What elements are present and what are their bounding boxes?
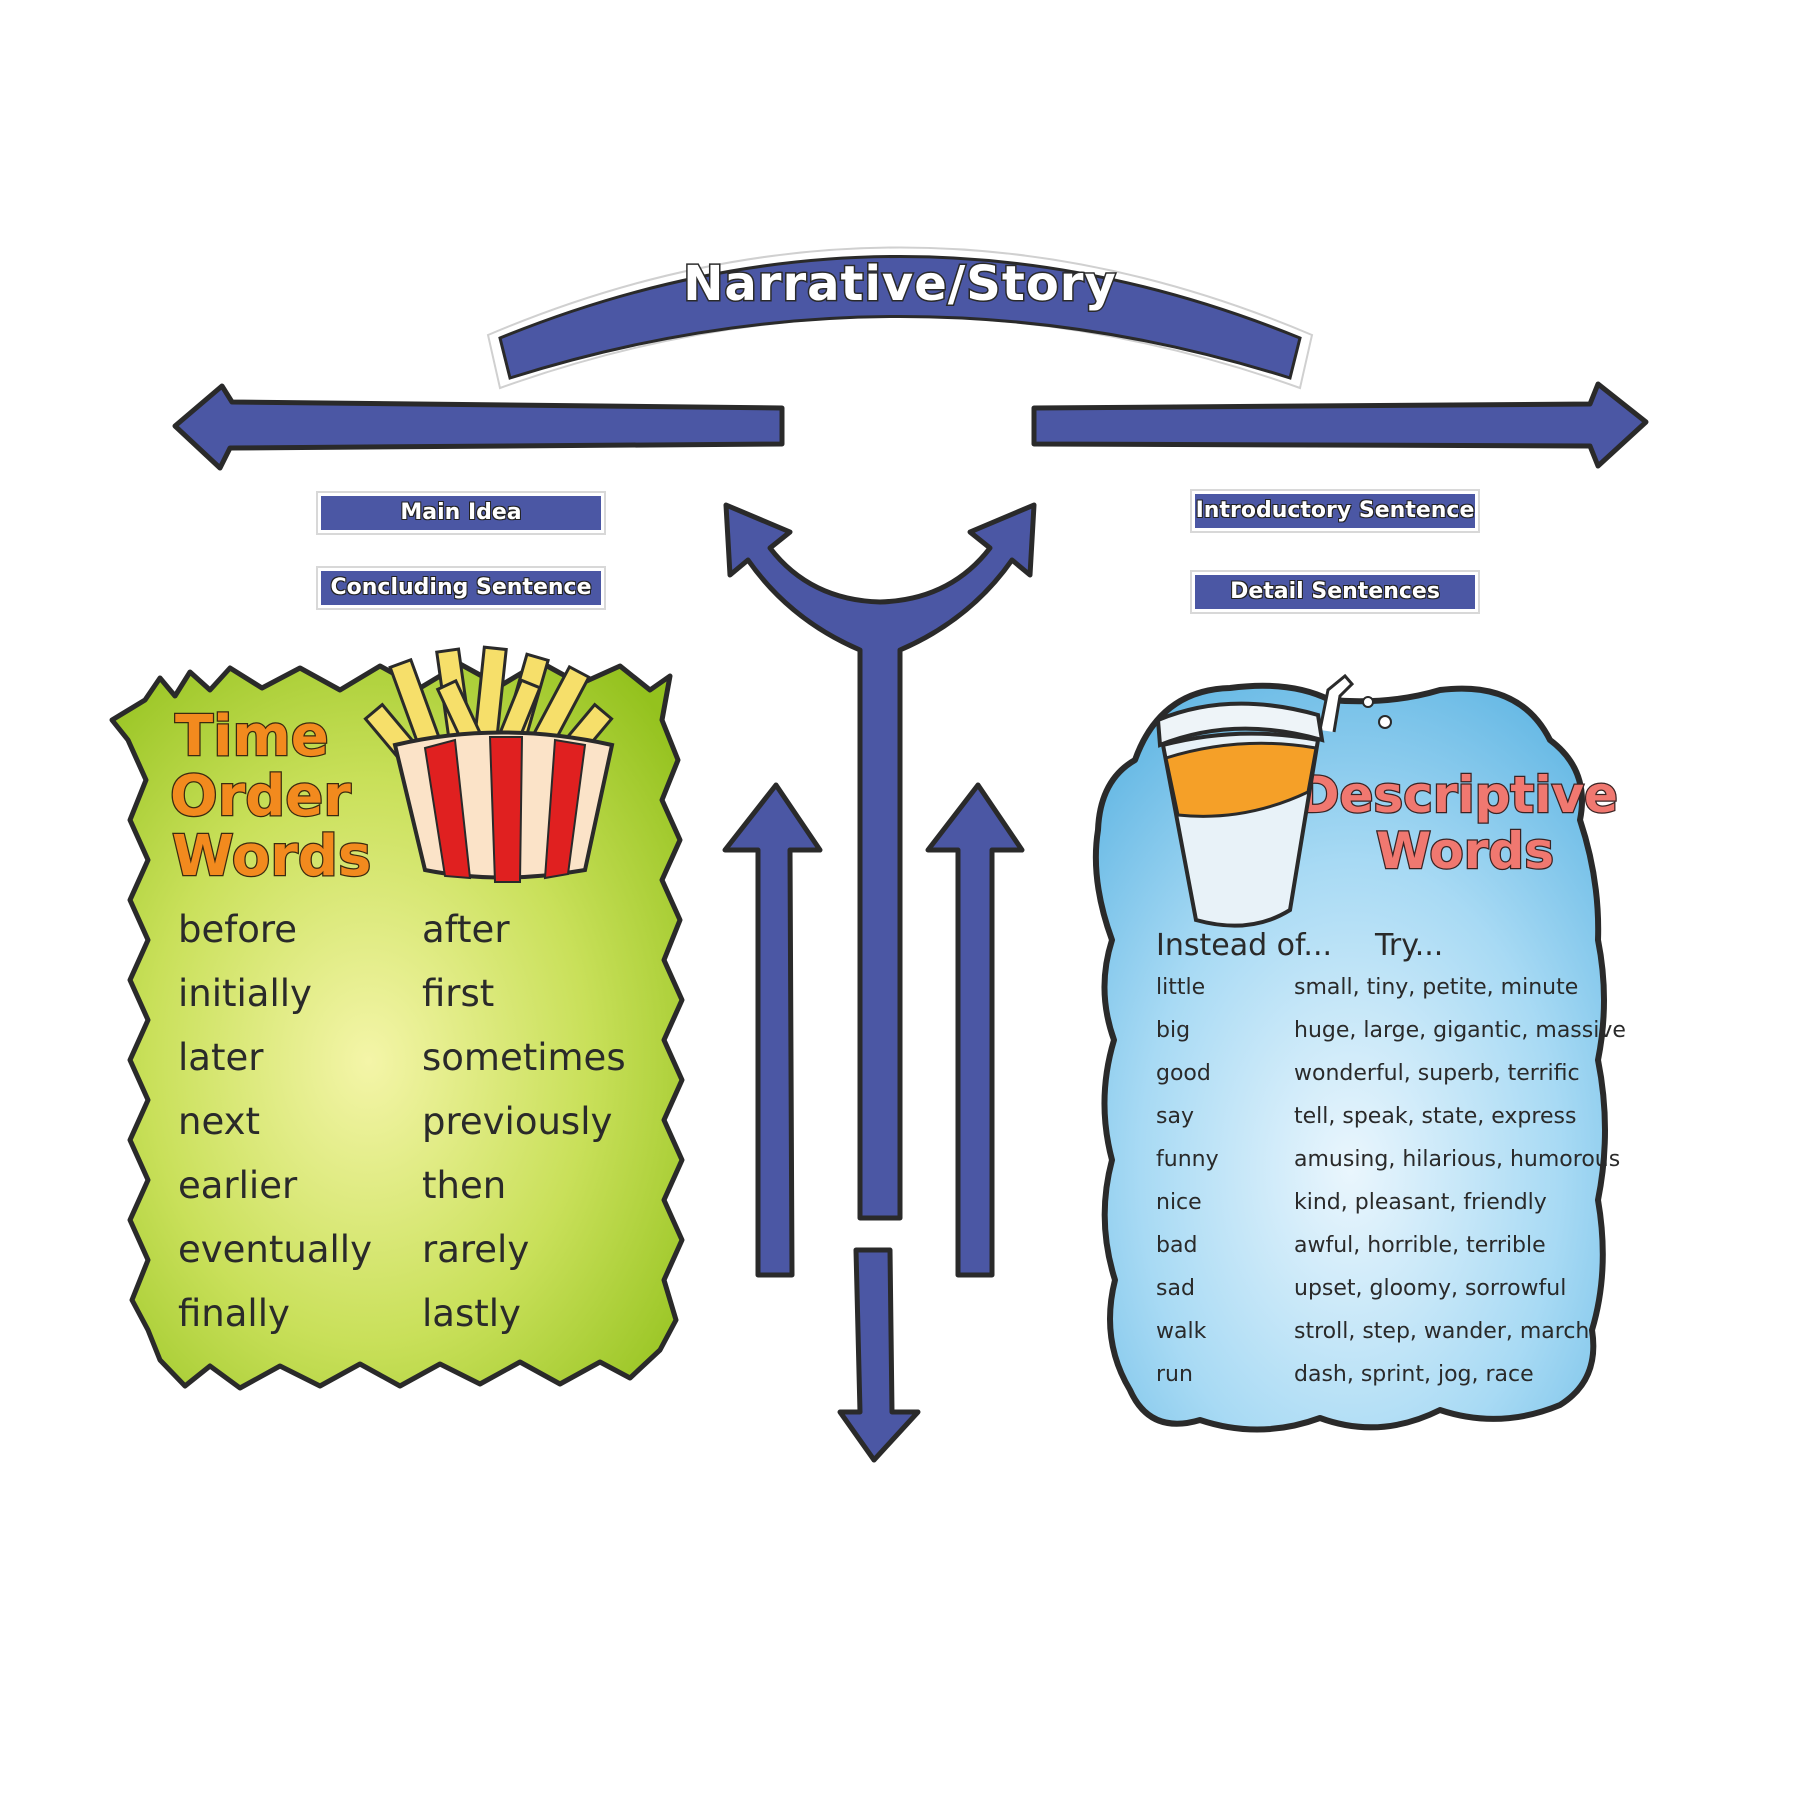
plain-word: good bbox=[1156, 1061, 1211, 1086]
plain-word: sad bbox=[1156, 1276, 1195, 1301]
plain-word: big bbox=[1156, 1018, 1191, 1043]
plain-word: little bbox=[1156, 975, 1206, 1000]
header-instead-of: Instead of... bbox=[1156, 928, 1333, 963]
plain-word: run bbox=[1156, 1362, 1193, 1387]
time-word: previously bbox=[422, 1100, 613, 1143]
alternatives: stroll, step, wander, march bbox=[1294, 1319, 1590, 1344]
time-word: before bbox=[178, 908, 298, 951]
alternatives: upset, gloomy, sorrowful bbox=[1294, 1276, 1567, 1301]
banner-title: Narrative/Story bbox=[683, 256, 1117, 312]
time-title-line1: Time bbox=[175, 704, 329, 769]
time-word: initially bbox=[178, 972, 312, 1015]
narrative-banner: Narrative/Story bbox=[486, 246, 1314, 390]
plain-word: funny bbox=[1156, 1147, 1219, 1172]
time-word: earlier bbox=[178, 1164, 298, 1207]
label-concluding-sentence: Concluding Sentence bbox=[316, 566, 606, 610]
descriptive-title-line2: Words bbox=[1376, 822, 1554, 880]
time-title-line2: Order bbox=[170, 764, 351, 829]
label-detail-sentences: Detail Sentences bbox=[1190, 570, 1480, 614]
right-arrow bbox=[1031, 381, 1649, 469]
plain-word: bad bbox=[1156, 1233, 1198, 1258]
french-fries-illustration bbox=[363, 645, 615, 883]
time-word: finally bbox=[178, 1292, 290, 1335]
label-introductory-sentence: Introductory Sentence bbox=[1190, 489, 1480, 533]
time-word: sometimes bbox=[422, 1036, 626, 1079]
time-word: first bbox=[422, 972, 495, 1015]
plain-word: say bbox=[1156, 1104, 1194, 1129]
drink-cup-illustration bbox=[1155, 673, 1392, 928]
alternatives: tell, speak, state, express bbox=[1294, 1104, 1577, 1129]
time-word: later bbox=[178, 1036, 264, 1079]
alternatives: amusing, hilarious, humorous bbox=[1294, 1147, 1621, 1172]
label-main-idea: Main Idea bbox=[316, 491, 606, 535]
alternatives: awful, horrible, terrible bbox=[1294, 1233, 1546, 1258]
time-word: then bbox=[422, 1164, 507, 1207]
descriptive-title-line1: Descriptive bbox=[1298, 766, 1618, 824]
time-word: next bbox=[178, 1100, 260, 1143]
alternatives: small, tiny, petite, minute bbox=[1294, 975, 1579, 1000]
up-arrow-right bbox=[925, 782, 1025, 1278]
time-word: after bbox=[422, 908, 510, 951]
header-try: Try... bbox=[1375, 928, 1444, 963]
up-arrow-left bbox=[722, 782, 823, 1278]
plain-word: nice bbox=[1156, 1190, 1202, 1215]
time-title-line3: Words bbox=[172, 824, 371, 889]
time-word: lastly bbox=[422, 1292, 521, 1335]
time-word: rarely bbox=[422, 1228, 530, 1271]
alternatives: huge, large, gigantic, massive bbox=[1294, 1018, 1626, 1043]
alternatives: kind, pleasant, friendly bbox=[1294, 1190, 1547, 1215]
down-arrow bbox=[837, 1247, 921, 1463]
time-word: eventually bbox=[178, 1228, 372, 1271]
left-arrow bbox=[172, 383, 785, 471]
fork-arrow bbox=[723, 502, 1037, 1221]
plain-word: walk bbox=[1156, 1319, 1207, 1344]
alternatives: dash, sprint, jog, race bbox=[1294, 1362, 1534, 1387]
alternatives: wonderful, superb, terrific bbox=[1294, 1061, 1580, 1086]
